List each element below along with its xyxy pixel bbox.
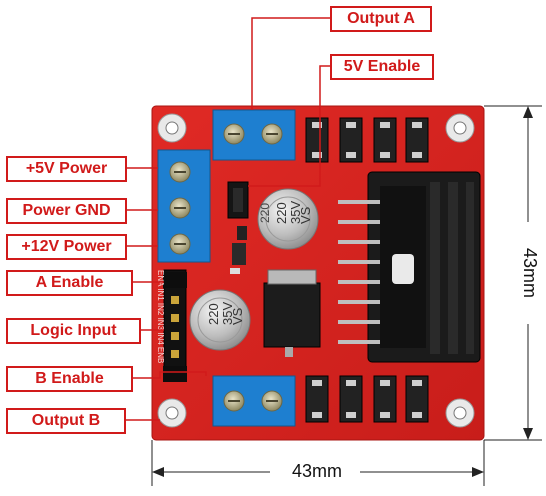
cap-top-voltage: 35V (288, 201, 303, 224)
label-5v-power: +5V Power (6, 156, 127, 182)
label-a-enable: A Enable (6, 270, 133, 296)
label-output-a: Output A (330, 6, 432, 32)
diodes-top (305, 117, 429, 163)
terminal-power (157, 149, 211, 263)
logic-input-header (163, 269, 187, 382)
l298n-pins (338, 200, 380, 344)
cap-top-series: VS (298, 206, 313, 224)
diodes-bottom (305, 375, 429, 423)
label-b-enable: B Enable (6, 366, 133, 392)
smd-part (232, 243, 246, 265)
cap-bottom-series: VS (230, 307, 245, 325)
terminal-output-a (212, 109, 296, 161)
terminal-output-b (212, 375, 296, 427)
dimension-height: 43mm (520, 247, 540, 298)
capacitor-top: 220 (257, 188, 319, 250)
cap-top-value-text: 220 (258, 203, 272, 223)
dimension-arrows (152, 106, 533, 477)
mounting-hole-top-right (445, 113, 475, 143)
dimension-lines (151, 105, 542, 486)
mounting-hole-bottom-right (445, 398, 475, 428)
label-logic-input: Logic Input (6, 318, 141, 344)
l298n-heatsink (367, 171, 481, 363)
cap-bottom-voltage: 35V (220, 302, 235, 325)
label-power-gnd: Power GND (6, 198, 127, 224)
dimension-width: 43mm (291, 461, 342, 481)
mounting-hole-bottom-left (157, 398, 187, 428)
cap-top-value: 220 (274, 202, 289, 224)
jumper-5v-enable (227, 181, 249, 219)
label-5v-enable: 5V Enable (330, 54, 434, 80)
smd-led (230, 268, 240, 274)
mounting-hole-top-left (157, 113, 187, 143)
smd-part (237, 226, 247, 240)
label-output-b: Output B (6, 408, 126, 434)
cap-bottom-value: 220 (206, 303, 221, 325)
pin-labels: ENA IN1 IN2 IN3 IN4 ENB (156, 270, 165, 363)
capacitor-bottom (189, 289, 251, 351)
label-12v-power: +12V Power (6, 234, 127, 260)
voltage-regulator (263, 269, 321, 357)
leader-lines (126, 17, 330, 421)
